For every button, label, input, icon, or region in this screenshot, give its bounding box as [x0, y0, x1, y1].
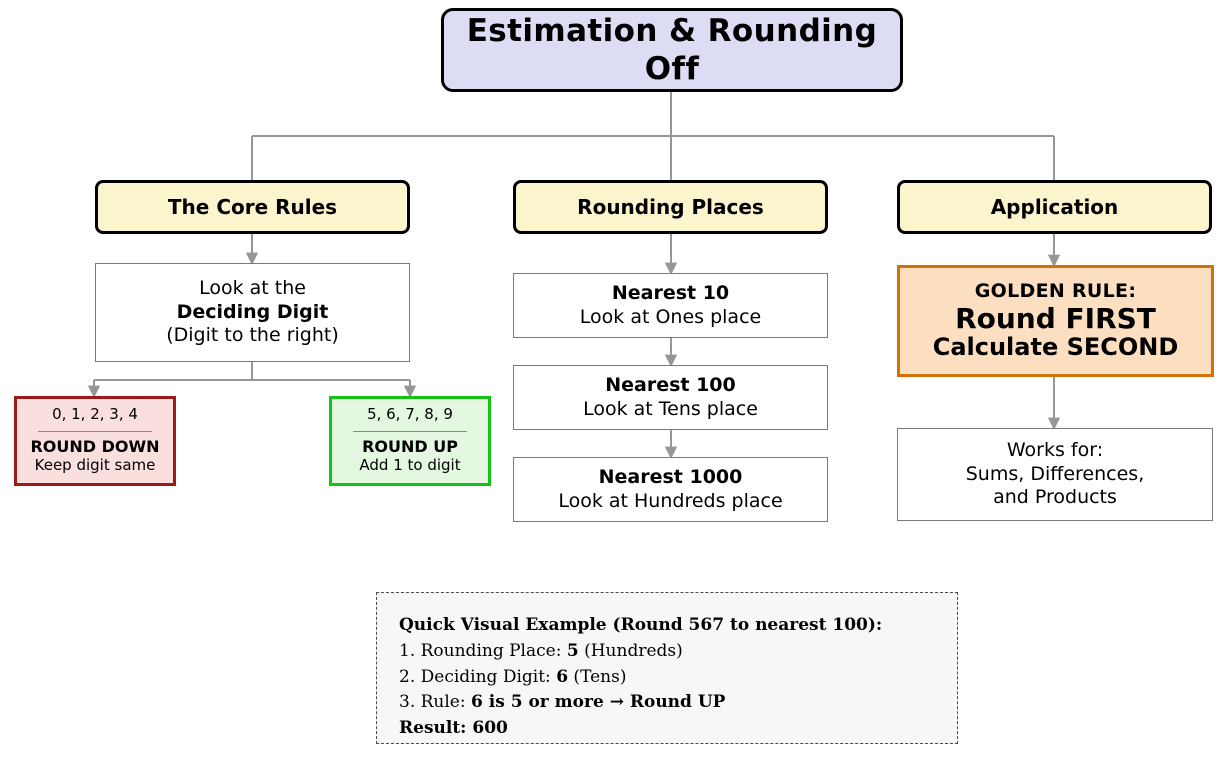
node-round-up-detail: Add 1 to digit	[359, 456, 461, 475]
example-step-2-value: 6	[556, 666, 569, 687]
node-golden-rule-line2: Calculate SECOND	[932, 333, 1179, 362]
example-step-2-label: 2. Deciding Digit:	[399, 666, 557, 687]
node-works-for-line2: Sums, Differences,	[965, 462, 1145, 485]
node-round-down: 0, 1, 2, 3, 4 ROUND DOWN Keep digit same	[14, 396, 176, 486]
category-header-application: Application	[897, 180, 1212, 234]
node-nearest-1000: Nearest 1000 Look at Hundreds place	[513, 457, 828, 522]
node-round-down-divider	[37, 430, 153, 432]
node-nearest-10-title: Nearest 10	[611, 281, 730, 304]
example-step-3-label: 3. Rule:	[399, 692, 472, 713]
example-step-1: 1. Rounding Place: 5 (Hundreds)	[399, 639, 935, 665]
example-heading: Quick Visual Example (Round 567 to neare…	[399, 615, 883, 635]
node-nearest-10-detail: Look at Ones place	[579, 305, 762, 328]
node-works-for: Works for: Sums, Differences, and Produc…	[897, 428, 1213, 521]
node-golden-rule: GOLDEN RULE: Round FIRST Calculate SECON…	[897, 265, 1214, 377]
category-header-application-label: Application	[990, 194, 1119, 219]
example-result: Result: 600	[399, 718, 508, 739]
node-round-up: 5, 6, 7, 8, 9 ROUND UP Add 1 to digit	[329, 396, 491, 486]
example-step-2: 2. Deciding Digit: 6 (Tens)	[399, 665, 935, 691]
node-deciding-digit-line1: Look at the	[199, 277, 306, 300]
node-nearest-100-title: Nearest 100	[605, 373, 736, 396]
diagram-title-text: Estimation & Rounding Off	[466, 12, 878, 87]
node-round-up-digits: 5, 6, 7, 8, 9	[367, 405, 453, 423]
category-header-core-rules-label: The Core Rules	[167, 194, 338, 219]
node-nearest-1000-title: Nearest 1000	[598, 465, 743, 488]
node-round-up-action: ROUND UP	[362, 436, 458, 456]
node-round-down-detail: Keep digit same	[34, 456, 156, 475]
diagram-title-box: Estimation & Rounding Off	[441, 8, 903, 92]
node-works-for-line3: and Products	[993, 486, 1117, 509]
example-box: Quick Visual Example (Round 567 to neare…	[376, 592, 958, 744]
example-step-2-tail: (Tens)	[568, 666, 627, 687]
node-deciding-digit-line3: (Digit to the right)	[166, 324, 339, 347]
node-nearest-100: Nearest 100 Look at Tens place	[513, 365, 828, 430]
category-header-rounding-places-label: Rounding Places	[577, 194, 764, 219]
node-nearest-1000-detail: Look at Hundreds place	[558, 489, 783, 512]
example-step-3: 3. Rule: 6 is 5 or more → Round UP	[399, 690, 935, 716]
node-works-for-line1: Works for:	[1006, 439, 1104, 462]
node-nearest-100-detail: Look at Tens place	[583, 397, 758, 420]
node-deciding-digit-line2: Deciding Digit	[176, 300, 329, 323]
node-deciding-digit: Look at the Deciding Digit (Digit to the…	[95, 263, 410, 362]
node-nearest-10: Nearest 10 Look at Ones place	[513, 273, 828, 338]
category-header-rounding-places: Rounding Places	[513, 180, 828, 234]
node-round-down-action: ROUND DOWN	[30, 436, 160, 456]
category-header-core-rules: The Core Rules	[95, 180, 410, 234]
node-golden-rule-label: GOLDEN RULE:	[974, 280, 1137, 303]
node-round-down-digits: 0, 1, 2, 3, 4	[52, 405, 138, 423]
example-step-3-value: 6 is 5 or more → Round UP	[471, 692, 726, 713]
example-step-1-label: 1. Rounding Place:	[399, 640, 567, 661]
example-step-1-value: 5	[566, 640, 579, 661]
node-golden-rule-line1: Round FIRST	[955, 301, 1156, 335]
example-step-1-tail: (Hundreds)	[578, 640, 683, 661]
node-round-up-divider	[352, 430, 468, 432]
